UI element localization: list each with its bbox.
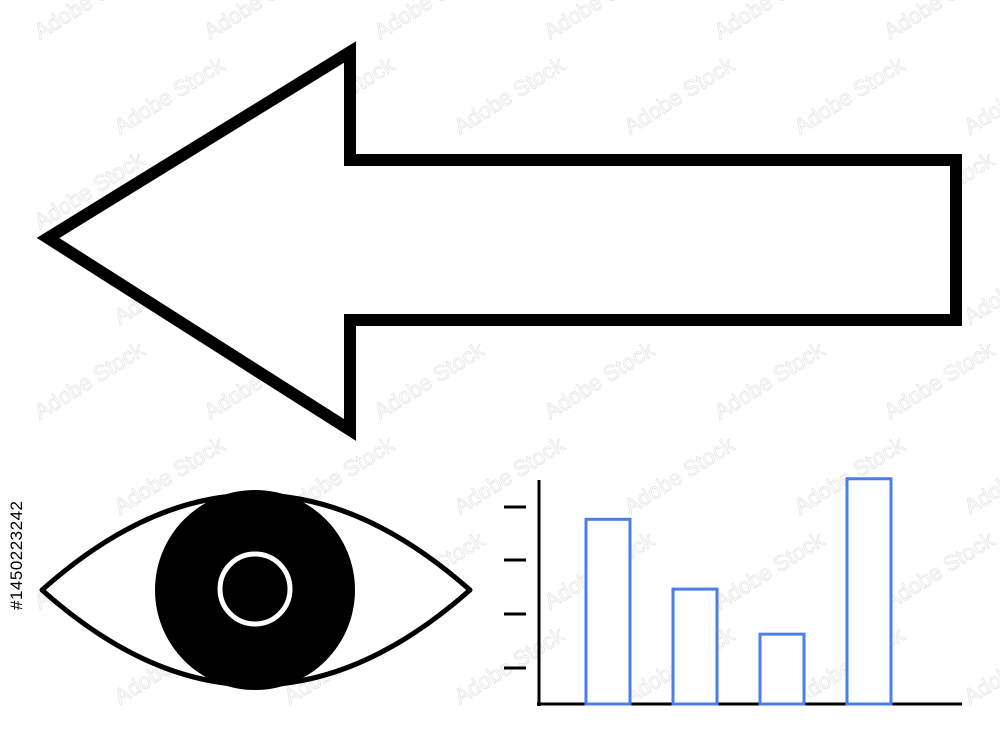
watermark-text: Adobe Stock [199,0,319,44]
watermark-text: Adobe Stock [709,336,829,424]
arrow-outline [36,41,962,441]
watermark-text: Adobe Stock [449,51,569,139]
watermark-text: Adobe Stock [29,0,149,44]
left-arrow-icon [36,41,962,441]
chart-y-ticks [504,505,526,670]
stock-id-label: #1450223242 [7,500,26,610]
watermark-text: Adobe Stock [539,0,659,44]
watermark-text: Adobe Stock [29,336,149,424]
watermark-text: Adobe Stock [959,51,1000,139]
chart-bars [584,477,893,706]
chart-bar [584,517,632,706]
watermark-text: Adobe Stock [369,0,489,44]
bar-chart-icon [504,477,962,706]
watermark-text: Adobe Stock [789,51,909,139]
watermark-text: Adobe Stock [619,431,739,519]
watermark-text: Adobe Stock [539,336,659,424]
chart-bar [758,632,806,706]
watermark-text: Adobe Stock [879,526,999,614]
watermark-text: Adobe Stock [879,336,999,424]
watermark-text: Adobe Stock [619,51,739,139]
watermark-text: Adobe Stock [109,51,229,139]
watermark-text: Adobe Stock [959,621,1000,709]
watermark-text: Adobe Stock [449,621,569,709]
watermark-text: Adobe Stock [879,0,999,44]
watermark-text: Adobe Stock [369,336,489,424]
chart-bar [845,477,893,706]
eye-icon [39,490,473,690]
watermark-text: Adobe Stock [959,431,1000,519]
eye-pupil-ring [217,551,293,627]
chart-bar [671,587,719,706]
watermark-text: Adobe Stock [959,241,1000,329]
watermark-text: Adobe Stock [709,0,829,44]
watermark-text: Adobe Stock [709,526,829,614]
